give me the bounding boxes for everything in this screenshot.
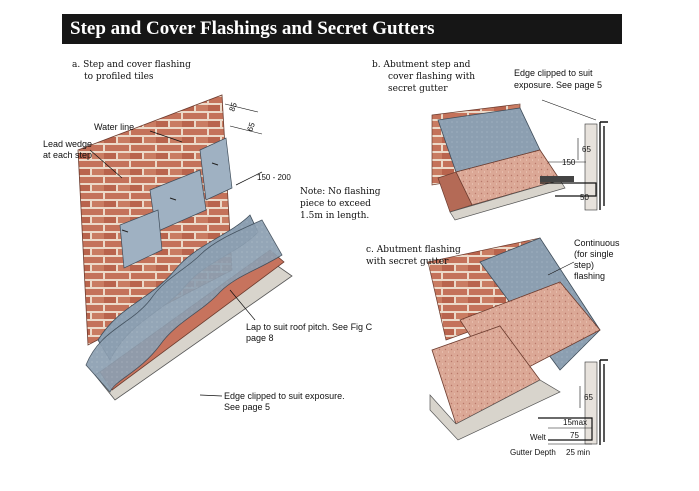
dim-65-c: 65: [584, 393, 593, 402]
welt-label: Welt: [530, 433, 547, 442]
water-line-label: Water line: [94, 122, 134, 132]
dim-65-b: 65: [582, 145, 591, 154]
dim-150-200: 150 - 200: [257, 173, 291, 182]
dim-50-b: 50: [580, 193, 589, 202]
edge-b-label-1: Edge clipped to suit: [514, 68, 593, 78]
continuous-label-1: Continuous: [574, 238, 620, 248]
continuous-label-4: flashing: [574, 271, 605, 281]
dim-25min: 25 min: [566, 448, 590, 457]
lap-label-2: page 8: [246, 333, 274, 343]
panel-a-caption-2: to profiled tiles: [84, 72, 154, 82]
panel-c-caption-1: c. Abutment flashing: [366, 245, 461, 255]
dim-75: 75: [570, 431, 579, 440]
note-line-2: piece to exceed: [300, 199, 371, 209]
lead-wedge-label-2: at each step: [43, 150, 92, 160]
edge-b-label-2: exposure. See page 5: [514, 80, 602, 90]
panel-a-caption: a. Step and cover flashing to profiled t…: [72, 60, 191, 82]
panel-a-caption-1: a. Step and cover flashing: [72, 60, 191, 70]
continuous-label-3: step): [574, 260, 594, 270]
lap-label-1: Lap to suit roof pitch. See Fig C: [246, 322, 373, 332]
title-bar: Step and Cover Flashings and Secret Gutt…: [62, 14, 622, 44]
dim-15max: 15max: [563, 418, 587, 427]
dim-65-a: 65: [245, 121, 257, 133]
note-line-1: Note: No flashing: [300, 187, 381, 197]
edge-a-label-2: See page 5: [224, 402, 270, 412]
panel-b-caption-2: cover flashing with: [388, 72, 475, 82]
dim-85-a: 85: [227, 101, 239, 113]
dim-150-b: 150: [562, 158, 576, 167]
panel-c-caption-2: with secret gutter: [366, 257, 449, 267]
panel-b-caption-3: secret gutter: [388, 84, 448, 94]
page-title: Step and Cover Flashings and Secret Gutt…: [70, 18, 435, 39]
panel-b-illustration: [431, 99, 608, 221]
panel-a-illustration: [77, 94, 293, 401]
lead-wedge-label-1: Lead wedge: [43, 139, 92, 149]
panel-c-illustration: [427, 237, 608, 445]
edge-a-label-1: Edge clipped to suit exposure.: [224, 391, 345, 401]
note-line-3: 1.5m in length.: [300, 211, 369, 221]
gutter-depth-label: Gutter Depth: [510, 448, 556, 457]
continuous-label-2: (for single: [574, 249, 614, 259]
panel-b-caption-1: b. Abutment step and: [372, 60, 471, 70]
